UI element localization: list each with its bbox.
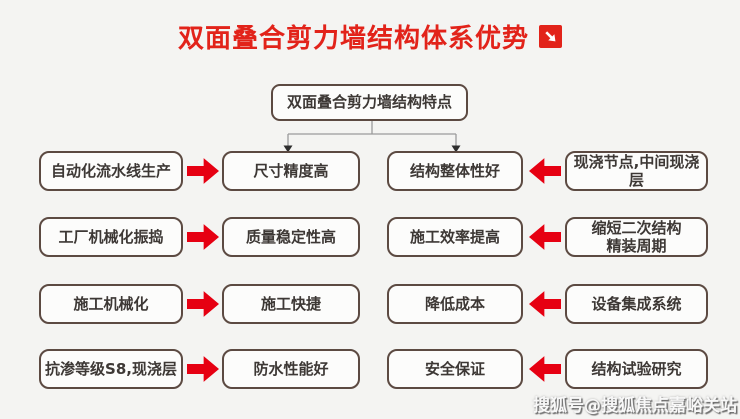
arrow-left-icon [529,291,561,317]
benefit-label: 施工快捷 [260,294,321,313]
benefit-box-left: 尺寸精度高 [222,151,360,191]
arrow-right-icon [187,291,219,317]
benefit-box-left: 质量稳定性高 [222,217,360,257]
source-label: 缩短二次结构 精装周期 [591,218,682,255]
page-title: 双面叠合剪力墙结构体系优势 [177,23,529,54]
benefit-label: 质量稳定性高 [245,227,336,246]
source-box-left: 施工机械化 [39,284,183,324]
benefit-row: 施工机械化 施工快捷 降低成本 设备集成系统 [0,284,740,324]
benefit-box-right: 施工效率提高 [387,217,523,257]
arrow-left-icon [529,158,561,184]
benefit-label: 结构整体性好 [409,161,500,180]
benefit-row: 工厂机械化振捣 质量稳定性高 施工效率提高 缩短二次结构 精装周期 [0,217,740,257]
arrow-left-icon [529,356,561,382]
benefit-box-left: 施工快捷 [222,284,360,324]
benefit-label: 尺寸精度高 [253,161,329,180]
arrow-down-right-icon [539,24,562,48]
benefit-row: 抗渗等级S8,现浇层 防水性能好 安全保证 结构试验研究 [0,349,740,389]
arrow-left-icon [529,224,561,250]
source-label: 设备集成系统 [591,294,682,313]
source-box-right: 设备集成系统 [565,284,708,324]
benefit-box-left: 防水性能好 [222,349,360,389]
page-title-row: 双面叠合剪力墙结构体系优势 [0,19,740,54]
arrow-right-icon [187,356,219,382]
benefit-box-right: 安全保证 [387,349,523,389]
source-label: 结构试验研究 [591,359,682,378]
source-box-right: 缩短二次结构 精装周期 [565,217,708,257]
root-node-box: 双面叠合剪力墙结构特点 [271,84,468,121]
watermark: 搜狐号@搜狐焦点嘉峪关站 [533,396,737,416]
benefit-box-right: 降低成本 [387,284,523,324]
benefit-label: 安全保证 [424,359,485,378]
source-label: 现浇节点,中间现浇层 [573,152,700,189]
benefit-row: 自动化流水线生产 尺寸精度高 结构整体性好 现浇节点,中间现浇层 [0,151,740,191]
source-label: 自动化流水线生产 [50,161,171,180]
root-node-label: 双面叠合剪力墙结构特点 [286,93,452,112]
benefit-label: 降低成本 [424,294,485,313]
source-box-left: 工厂机械化振捣 [39,217,183,257]
arrow-right-icon [187,158,219,184]
benefit-label: 施工效率提高 [409,227,500,246]
benefit-box-right: 结构整体性好 [387,151,523,191]
benefit-label: 防水性能好 [253,359,329,378]
source-label: 施工机械化 [73,294,149,313]
arrow-right-icon [187,224,219,250]
source-box-right: 现浇节点,中间现浇层 [565,151,708,191]
source-label: 抗渗等级S8,现浇层 [45,359,177,378]
source-box-left: 抗渗等级S8,现浇层 [39,349,183,389]
source-label: 工厂机械化振捣 [58,227,164,246]
source-box-left: 自动化流水线生产 [39,151,183,191]
source-box-right: 结构试验研究 [565,349,708,389]
